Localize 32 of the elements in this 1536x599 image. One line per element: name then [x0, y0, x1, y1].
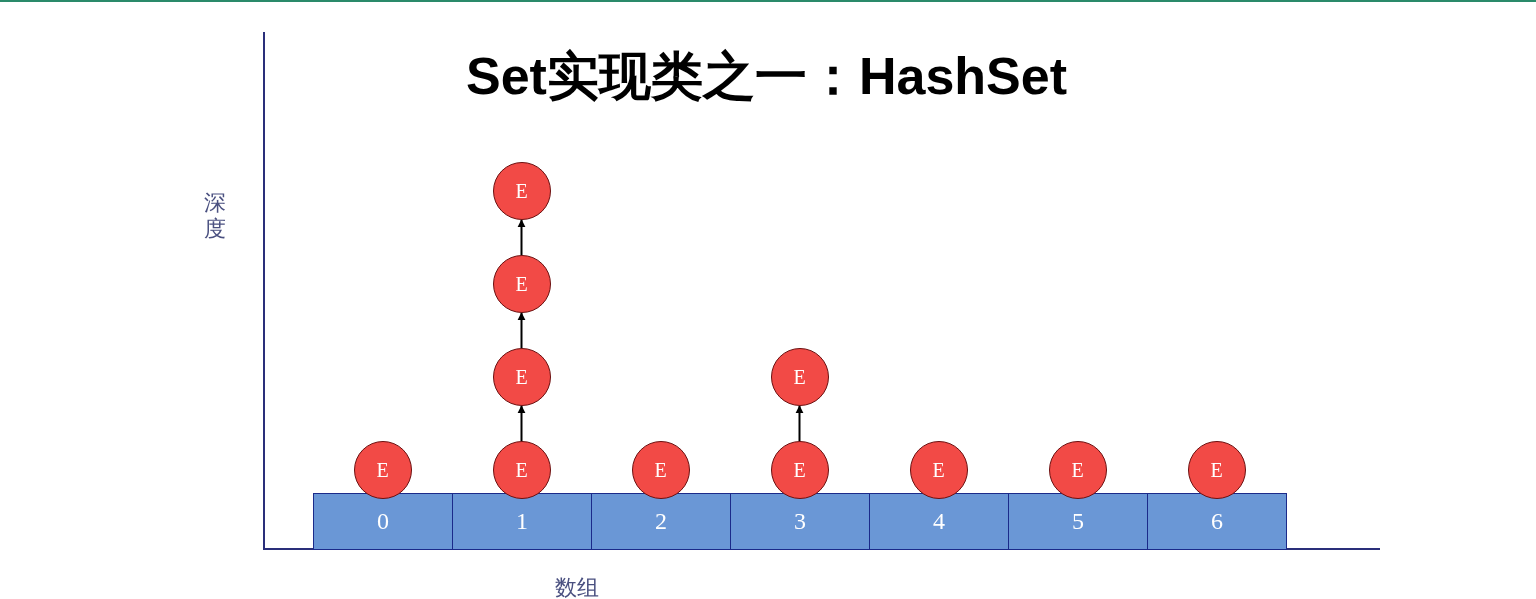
array-cell	[1147, 493, 1287, 550]
array-cell	[1008, 493, 1148, 550]
node-label: E	[515, 272, 528, 296]
node-label: E	[793, 458, 806, 482]
array-cell	[730, 493, 870, 550]
array-cell	[869, 493, 1009, 550]
node-label: E	[1210, 458, 1223, 482]
node-label: E	[793, 365, 806, 389]
node-label: 1	[516, 508, 528, 535]
title: Set实现类之一：HashSet	[466, 46, 1067, 107]
node-label: E	[932, 458, 945, 482]
node-label: 2	[655, 508, 667, 535]
array-cell	[452, 493, 592, 550]
node-label: E	[515, 365, 528, 389]
node-label: E	[1071, 458, 1084, 482]
node-label: 4	[933, 508, 945, 535]
arrow	[517, 219, 526, 256]
axis-label: 数组	[555, 574, 599, 599]
arrow	[795, 405, 804, 442]
arrow	[517, 405, 526, 442]
node-label: 3	[794, 508, 806, 535]
node-label: E	[515, 179, 528, 203]
node-label: 0	[377, 508, 389, 535]
node-label: E	[515, 458, 528, 482]
axis-label: 深度	[204, 190, 227, 242]
node-label: E	[654, 458, 667, 482]
node-label: 6	[1211, 508, 1223, 535]
node-label: E	[376, 458, 389, 482]
array-cell	[313, 493, 453, 550]
arrow	[517, 312, 526, 349]
node-label: 5	[1072, 508, 1084, 535]
array-cell	[591, 493, 731, 550]
